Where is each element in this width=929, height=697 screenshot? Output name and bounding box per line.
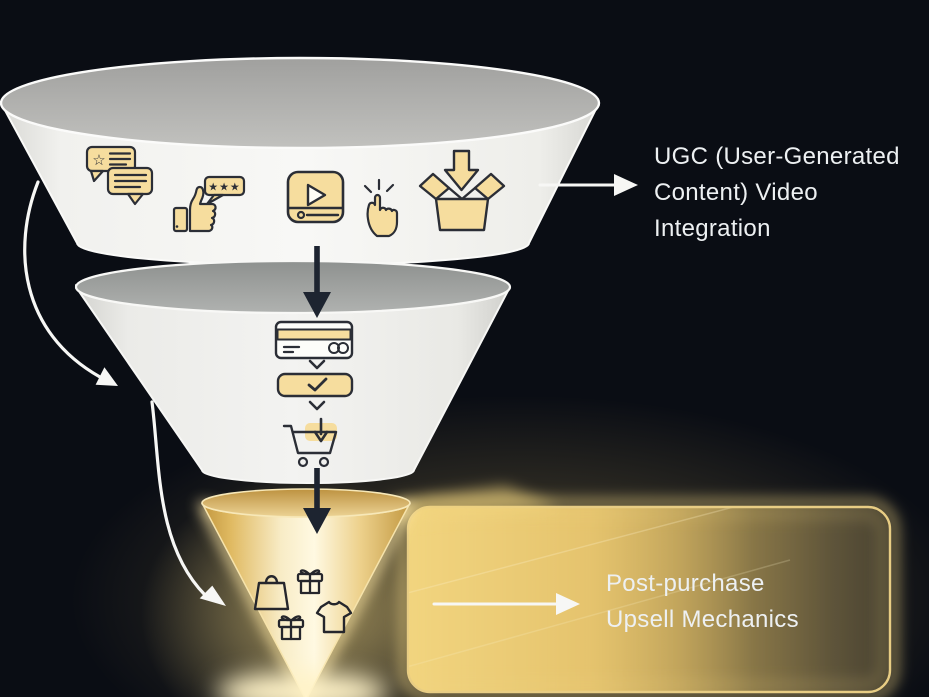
upsell-panel (390, 486, 898, 697)
annotation-arrows (23, 174, 638, 615)
tier2-icons (274, 320, 354, 468)
tier1-label: UGC (User-Generated Content) Video Integ… (654, 143, 900, 242)
cone-tip-glow (217, 672, 387, 697)
thumbs-up-rating-icon: ★★★ (172, 175, 246, 233)
panel-border (406, 505, 892, 694)
label-arrow-ugc (538, 174, 638, 196)
flow-arrow-down-2 (303, 468, 331, 534)
t-shirt-icon (315, 600, 353, 634)
panel-outer-glow (400, 499, 898, 697)
tier1-icons: ☆ ★★★ (85, 145, 506, 238)
tier3-icons (253, 569, 353, 641)
flow-arrow-down-1 (303, 246, 331, 318)
unboxing-icon (418, 149, 506, 232)
credit-card-icon (274, 320, 354, 360)
tier1-opening (0, 56, 601, 150)
star-glyph: ☆ (92, 152, 105, 169)
chevron-down-icon (308, 400, 326, 411)
recirculation-arrow-bottom (150, 400, 226, 606)
label-arrow-upsell (432, 593, 580, 615)
gift-icon (296, 569, 324, 595)
funnel-tier-ugc: ☆ ★★★ (0, 56, 601, 266)
tier2-opening (74, 259, 512, 315)
stars-glyph: ★★★ (208, 182, 241, 194)
recirculation-arrow-top (23, 180, 118, 386)
shopping-bag-icon (253, 575, 290, 611)
video-player-icon (286, 170, 345, 224)
chevron-down-icon (308, 359, 326, 370)
tap-cursor-icon (363, 178, 399, 238)
funnel-tier-checkout (74, 259, 512, 484)
chat-reviews-icon: ☆ (85, 145, 154, 206)
tier3-opening (201, 488, 411, 518)
confirm-button-icon (276, 372, 354, 398)
tier3-label: Post-purchase Upsell Mechanics (606, 570, 799, 633)
funnel-tier-upsell (197, 488, 415, 697)
beam-spill (390, 486, 560, 522)
add-to-cart-icon (282, 417, 338, 468)
gift-icon (277, 615, 305, 641)
